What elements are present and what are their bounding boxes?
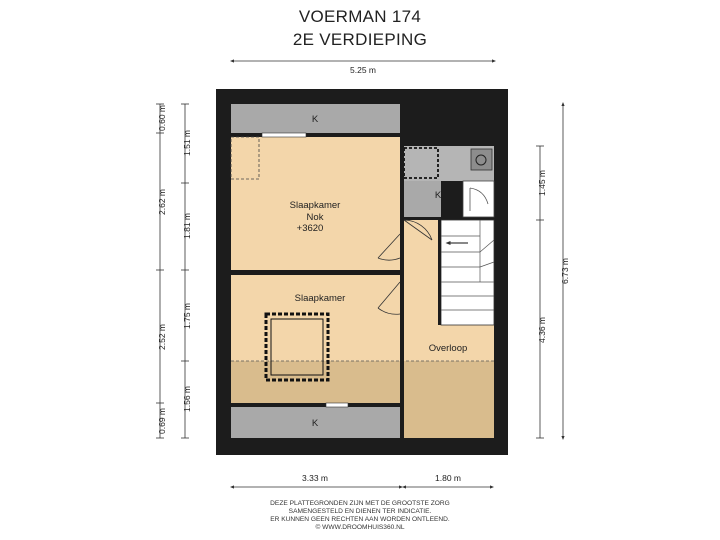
bottom-left-width-label: 3.33 m (302, 473, 328, 483)
bedroom-2-floor (231, 275, 400, 361)
bedroom-1-ridge-label: Nok (307, 212, 324, 223)
landing-label: Overloop (429, 343, 468, 354)
right-inner-dim-2: 4.36 m (537, 317, 547, 343)
stairwell (440, 219, 495, 326)
storage-bottom (231, 407, 400, 438)
left-outer-dim-4: 0.69 m (157, 408, 167, 434)
bedroom-2-label: Slaapkamer (295, 293, 346, 304)
plan-title: VOERMAN 174 (298, 7, 422, 26)
storage-mid-label: K (435, 190, 442, 201)
top-width-label: 5.25 m (350, 65, 376, 75)
storage-top-label: K (312, 114, 319, 125)
storage-top (231, 104, 400, 133)
left-inner-dim-1: 1.51 m (182, 130, 192, 156)
disclaimer-line-2: SAMENGESTELD EN DIENEN TER INDICATIE. (288, 508, 432, 515)
disclaimer-line-1: DEZE PLATTEGRONDEN ZIJN MET DE GROOTSTE … (270, 500, 450, 507)
storage-mid (402, 181, 441, 217)
washing-machine (462, 180, 495, 218)
bedroom-1-height-label: +3620 (297, 223, 324, 234)
bedroom-2-low-zone (231, 361, 400, 403)
right-inner-dim-1: 1.45 m (537, 170, 547, 196)
left-inner-dim-3: 1.75 m (182, 303, 192, 329)
left-outer-dim-2: 2.62 m (157, 189, 167, 215)
left-inner-dim-2: 1.81 m (182, 213, 192, 239)
bottom-right-width-label: 1.80 m (435, 473, 461, 483)
dimension-top: 5.25 m (230, 59, 496, 75)
right-outer-dim: 6.73 m (560, 258, 570, 284)
left-outer-dim-3: 2.52 m (157, 324, 167, 350)
disclaimer-line-3: ER KUNNEN GEEN RECHTEN AAN WORDEN ONTLEE… (270, 516, 450, 523)
disclaimer-copyright: © WWW.DROOMHUIS360.NL (315, 524, 405, 531)
left-outer-dim-1: 0.60 m (157, 105, 167, 131)
floor-subtitle: 2E VERDIEPING (292, 30, 428, 49)
landing-low-zone (404, 361, 494, 438)
roof-hatch (264, 312, 330, 382)
storage-bottom-label: K (312, 418, 319, 429)
bedroom-1-label: Slaapkamer (290, 200, 341, 211)
left-inner-dim-4: 1.56 m (182, 386, 192, 412)
boiler-unit (470, 148, 493, 171)
